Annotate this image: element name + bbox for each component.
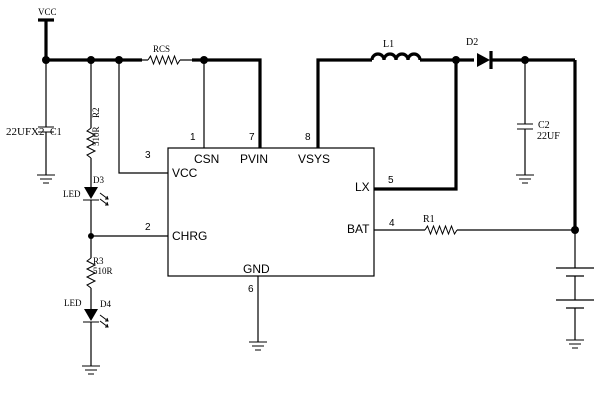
- pin-label-pvin: PVIN: [240, 152, 268, 166]
- capacitor-c1: 22UFX2 C1: [6, 60, 62, 175]
- l1-label: L1: [383, 39, 394, 50]
- ground-symbol-d4: [82, 365, 100, 375]
- ground-symbol-battery: [566, 339, 584, 349]
- junction-dots: [42, 56, 579, 239]
- capacitor-c2: C2 22UF: [517, 60, 560, 175]
- diode-d2: D2: [466, 37, 575, 69]
- c2-value-label: 22UF: [537, 131, 560, 142]
- pin-label-lx: LX: [355, 180, 370, 194]
- pin-label-csn: CSN: [194, 152, 219, 166]
- d4-type-label: LED: [64, 298, 82, 308]
- junction-dot: [88, 233, 94, 239]
- ground-symbol-c2: [516, 174, 534, 184]
- r2-ref-label: R2: [91, 107, 101, 118]
- pin-number-pvin: 7: [249, 132, 255, 143]
- junction-dot: [571, 226, 579, 234]
- pin-number-csn: 1: [190, 132, 196, 143]
- pin-label-gnd: GND: [243, 262, 270, 276]
- led-d3: LED D3: [63, 175, 109, 206]
- vcc-supply-label: VCC: [38, 7, 57, 17]
- d2-label: D2: [466, 37, 478, 48]
- pin-number-gnd: 6: [248, 284, 254, 295]
- chrg-net: [90, 200, 168, 258]
- rcs-label: RCS: [153, 44, 170, 54]
- resistor-rcs: RCS: [142, 44, 192, 66]
- battery: [556, 230, 594, 340]
- c1-ref-label: C1: [50, 127, 62, 138]
- junction-dot: [42, 56, 50, 64]
- d3-type-label: LED: [63, 189, 81, 199]
- pin-number-lx: 5: [388, 175, 394, 186]
- vsys-bus: [316, 58, 372, 148]
- pin-number-bat: 4: [389, 218, 395, 229]
- d4-ref-label: D4: [100, 299, 111, 309]
- inductor-l1: L1: [370, 39, 440, 62]
- lx-bus: [374, 58, 474, 191]
- pin-number-chrg: 2: [145, 222, 151, 233]
- r2-value-label: 510R: [91, 126, 101, 146]
- junction-dot: [200, 56, 208, 64]
- pin-label-bat: BAT: [347, 222, 370, 236]
- resistor-r1: R1: [374, 214, 575, 236]
- r1-label: R1: [423, 214, 435, 225]
- c1-value-label: 22UFX2: [6, 126, 45, 138]
- gnd-pin-wire: [249, 276, 267, 351]
- pin-label-vcc: VCC: [172, 166, 198, 180]
- c2-ref-label: C2: [538, 120, 550, 131]
- junction-dot: [521, 56, 529, 64]
- ground-symbol-c1: [37, 174, 55, 184]
- pin-label-vsys: VSYS: [298, 152, 330, 166]
- pin-number-vcc: 3: [145, 150, 151, 161]
- r3-value-label: 510R: [93, 266, 113, 276]
- junction-dot: [452, 56, 460, 64]
- resistor-r3: R3 510R: [85, 256, 113, 309]
- pin-number-vsys: 8: [305, 132, 311, 143]
- led-d4: LED D4: [64, 298, 111, 366]
- pin-label-chrg: CHRG: [172, 229, 207, 243]
- r3-ref-label: R3: [93, 256, 104, 266]
- junction-dot: [87, 56, 95, 64]
- d3-ref-label: D3: [93, 175, 104, 185]
- resistor-r2: R2 510R: [85, 60, 101, 187]
- junction-dot: [115, 56, 123, 64]
- input-bus: [46, 58, 262, 148]
- vcc-pin-wire: [118, 60, 168, 174]
- ic-body: [167, 147, 375, 277]
- vcc-supply: VCC: [38, 7, 57, 60]
